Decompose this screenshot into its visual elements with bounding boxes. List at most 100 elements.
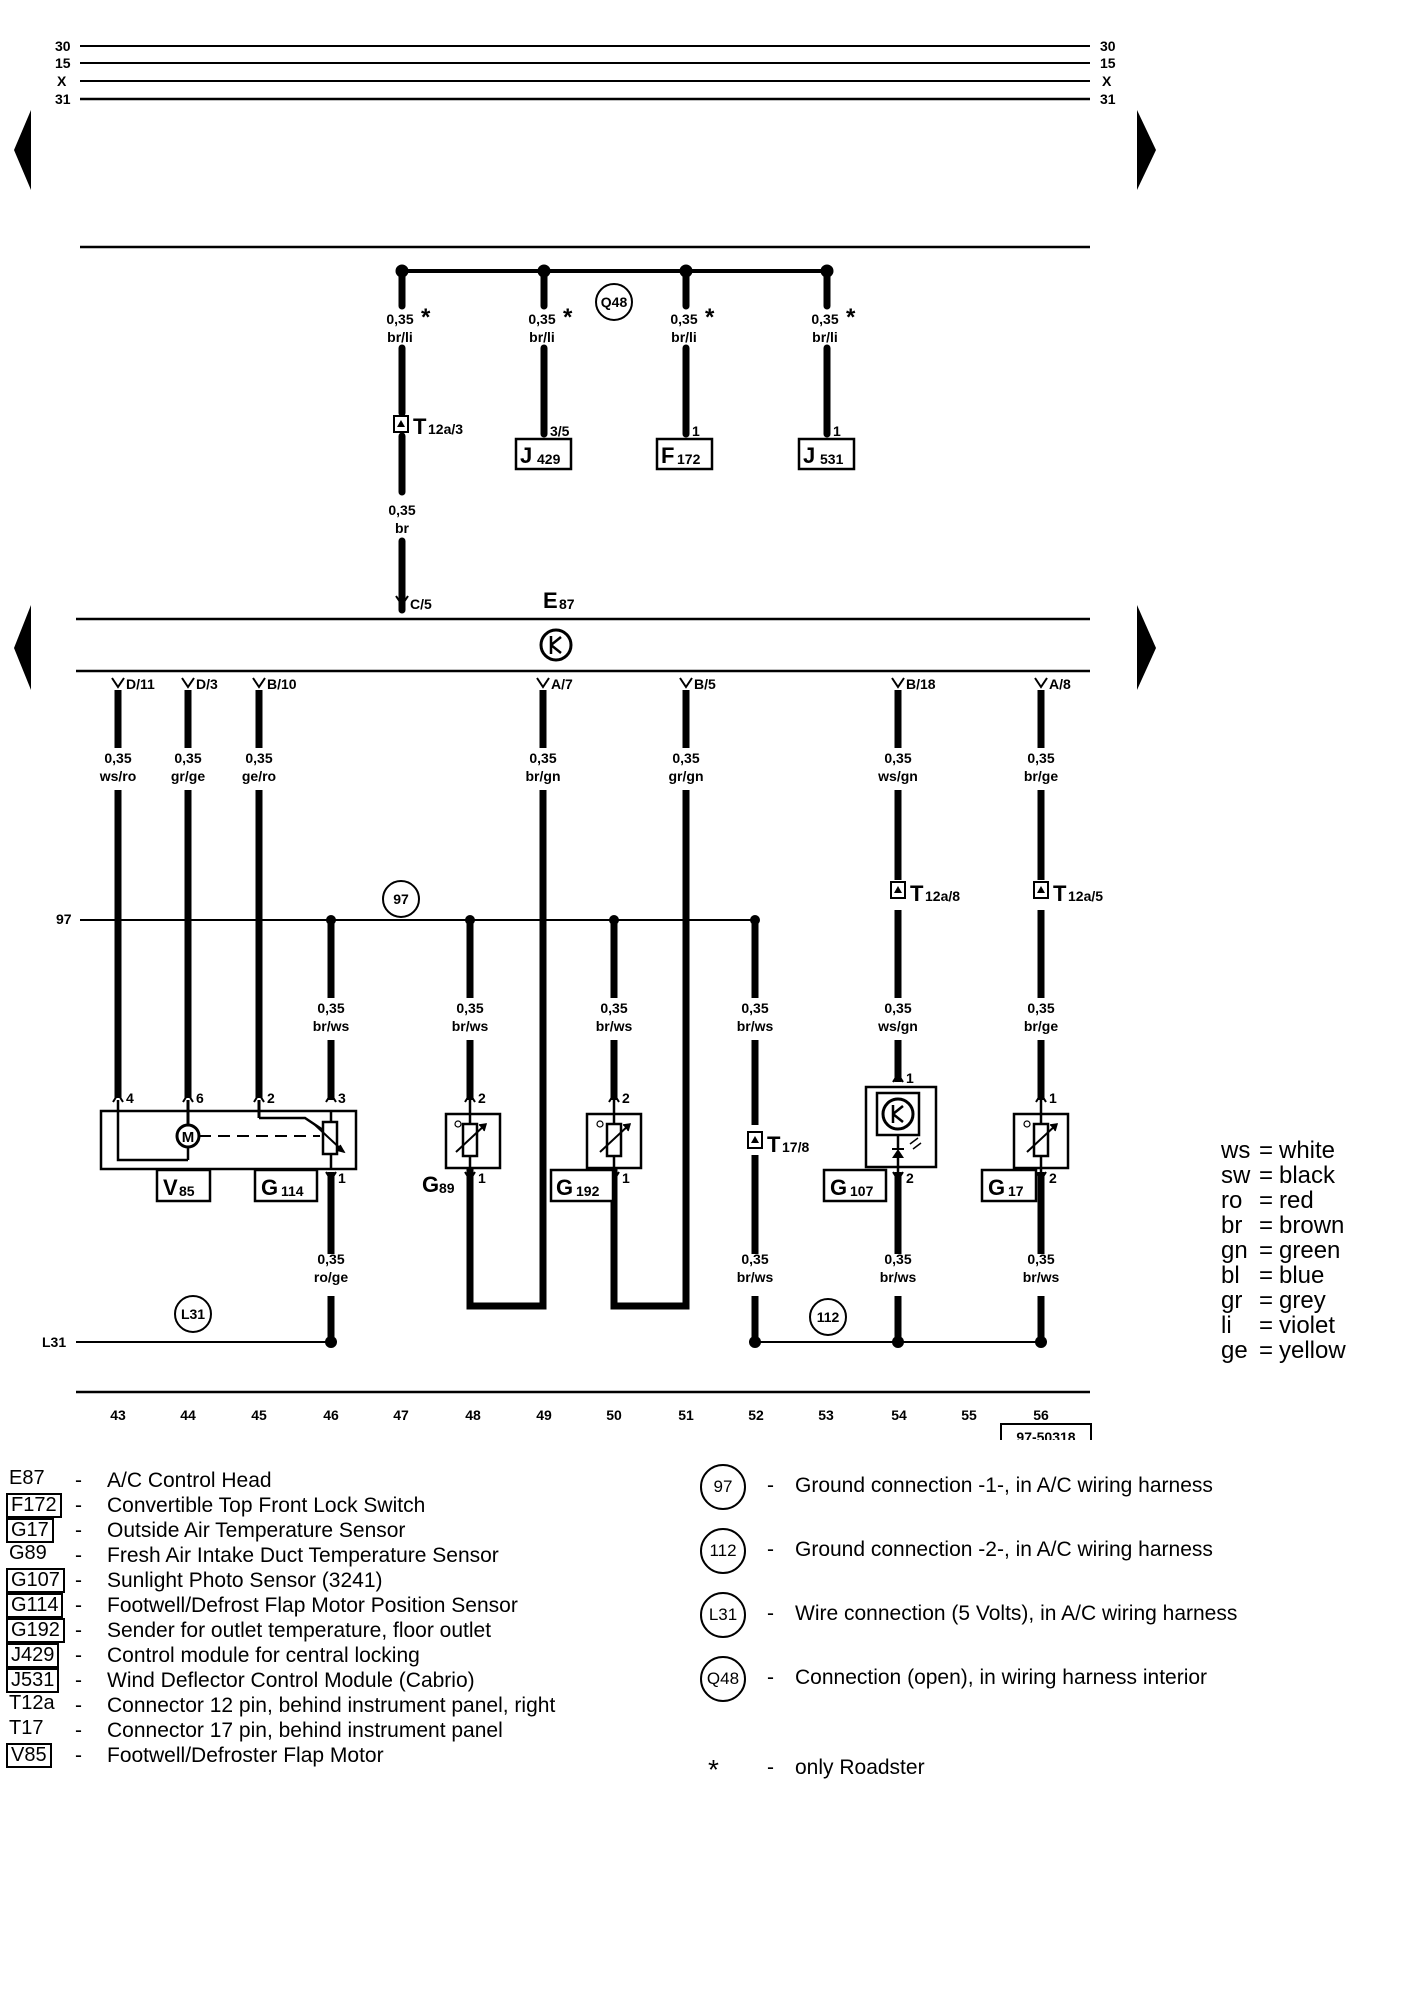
track-number: 44 [180,1407,196,1423]
legend-desc: Control module for central locking [107,1644,420,1667]
prev-page-arrow-icon[interactable] [14,110,31,190]
pin-label: 1 [478,1170,486,1186]
color-abbr: gr [1221,1287,1243,1314]
component-sub: 429 [537,451,561,467]
prev-page-arrow-lower-icon[interactable] [14,605,31,690]
legend-dash: - [75,1744,82,1767]
wire-size: 0,35 [1027,1251,1054,1267]
wire-color: gr/gn [669,768,704,784]
wire-size: 0,35 [317,1000,344,1016]
wire-color: br/li [671,329,697,345]
connector-main: T [767,1132,781,1157]
ground-symbol-icon: L31 [700,1592,746,1638]
wire-color: br [395,520,410,536]
legend-code: G114 [6,1593,64,1618]
component-sub: 172 [677,451,701,467]
wire-color: br/ws [880,1269,917,1285]
component-sub: 531 [820,451,844,467]
legend-code: G192 [6,1618,65,1643]
color-eq: = [1259,1262,1274,1289]
pin-label: 1 [906,1070,914,1086]
bus-label-15-left: 15 [55,55,71,71]
legend-code: F172 [6,1493,62,1518]
pin-label: 6 [196,1090,204,1106]
wire-size: 0,35 [456,1000,483,1016]
legend-code: J531 [6,1668,60,1693]
wire-color: br/li [387,329,413,345]
pin-label: 3/5 [550,423,570,439]
ground-112-line: 112 [749,1298,1047,1348]
pin-label: 3 [338,1090,346,1106]
roadster-star: * [421,304,431,331]
pin-label: 1 [833,423,841,439]
ground-symbol-icon: 112 [700,1528,746,1574]
color-abbr: ws [1221,1137,1251,1164]
track-number: 50 [606,1407,622,1423]
flap-motor-assembly: M [99,1100,358,1171]
wire-size: 0,35 [1027,750,1054,766]
bus-label-30-right: 30 [1100,38,1116,54]
component-main: G [422,1172,439,1197]
l31-line-label: L31 [42,1334,66,1350]
control-head-e87: E 87 [539,588,575,662]
legend-desc: Wind Deflector Control Module (Cabrio) [107,1669,475,1692]
legend-dash: - [767,1756,774,1779]
ground-symbol-icon: Q48 [700,1656,746,1702]
wires [114,690,1045,1338]
wire-size: 0,35 [104,750,131,766]
bus-label-30-left: 30 [55,38,71,54]
next-page-arrow-icon[interactable] [1137,110,1156,190]
wire-color: ro/ge [314,1269,348,1285]
legend-dash: - [767,1538,774,1561]
ground-97-circle-label: 97 [393,891,409,907]
legend-dash: - [75,1494,82,1517]
wire-color: br/ge [1024,1018,1058,1034]
ground-symbol-icon: 97 [700,1464,746,1510]
wire-color: br/ws [737,1018,774,1034]
connector-t12a3: T 12a/3 [393,414,463,439]
legend-dash: - [75,1594,82,1617]
reference-code: 97-50318 [1016,1429,1075,1440]
color-name: yellow [1279,1337,1346,1364]
track-number: 48 [465,1407,481,1423]
reference-code-box: 97-50318 [1000,1423,1092,1440]
power-bus [80,45,1090,101]
color-name: brown [1279,1212,1345,1239]
bus-label-31-right: 31 [1100,91,1116,107]
legend-code: G89 [9,1542,47,1564]
wire-size: 0,35 [600,1000,627,1016]
legend-code: J429 [6,1643,60,1668]
component-j429: J 429 [514,437,573,471]
pin-label: 1 [1049,1090,1057,1106]
component-main: G [988,1175,1005,1200]
wire-color: br/ge [1024,768,1058,784]
motor-symbol-label: M [182,1129,195,1146]
component-sub: 114 [281,1183,304,1199]
ground-desc: Wire connection (5 Volts), in A/C wiring… [795,1602,1238,1625]
component-main: J [520,443,532,468]
color-abbr: ge [1221,1337,1248,1364]
wire-size: 0,35 [174,750,201,766]
component-v85: V 85 [155,1168,212,1203]
pin-label: 1 [692,423,700,439]
color-name: red [1279,1187,1314,1214]
wire-size: 0,35 [741,1251,768,1267]
component-sub: 107 [850,1183,874,1199]
legend-dash: - [75,1469,82,1492]
connector-main: T [1053,881,1067,906]
roadster-star: * [846,304,856,331]
pin-label: 2 [478,1090,486,1106]
wire-color: br/ws [737,1269,774,1285]
legend-code: V85 [6,1743,52,1768]
head-pin-a7: A/7 [551,676,573,692]
next-page-arrow-lower-icon[interactable] [1137,605,1156,690]
legend-code: T12a [9,1692,55,1714]
wire-size: 0,35 [884,1000,911,1016]
wire-color: ws/gn [877,768,918,784]
wire-size: 0,35 [670,311,697,327]
roadster-star: * [563,304,573,331]
wire-size: 0,35 [317,1251,344,1267]
component-main: G [556,1175,573,1200]
track-number: 49 [536,1407,552,1423]
wire-size: 0,35 [529,750,556,766]
